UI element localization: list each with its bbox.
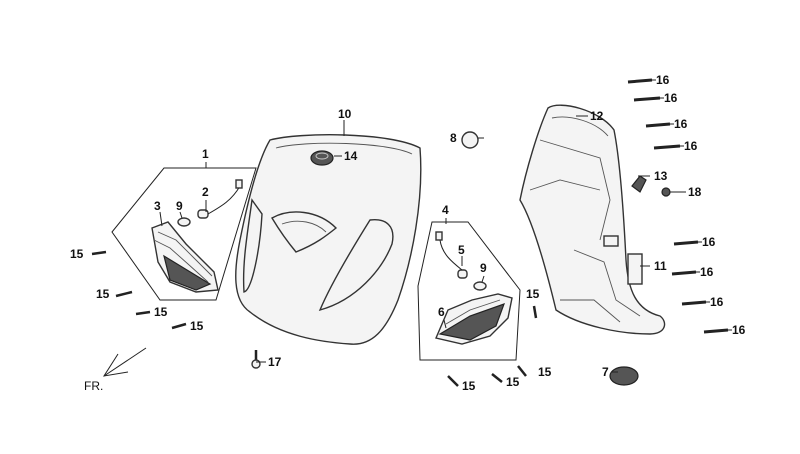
right-indicator-group <box>417 221 521 361</box>
callout-15-h[interactable]: 15 <box>526 287 540 301</box>
callout-15-a[interactable]: 15 <box>70 247 84 261</box>
callout-18[interactable]: 18 <box>688 185 702 199</box>
front-direction-arrow: FR. <box>84 347 147 393</box>
callout-15-g[interactable]: 15 <box>538 365 552 379</box>
hook-clip[interactable] <box>631 175 647 193</box>
callout-16-h[interactable]: 16 <box>732 323 746 337</box>
callout-4[interactable]: 4 <box>442 203 449 217</box>
screw-16g[interactable] <box>681 300 707 306</box>
screw-15c[interactable] <box>135 310 151 316</box>
leader-lines <box>159 79 732 373</box>
callout-9-right[interactable]: 9 <box>480 261 487 275</box>
screw-15g[interactable] <box>517 365 527 377</box>
callout-14[interactable]: 14 <box>344 149 358 163</box>
callout-16-a[interactable]: 16 <box>656 73 670 87</box>
screw-15f[interactable] <box>491 373 503 383</box>
screw-16e[interactable] <box>673 240 699 246</box>
badge-cap[interactable] <box>461 131 479 149</box>
left-indicator-group <box>111 167 257 301</box>
bulb-right[interactable] <box>457 269 468 279</box>
callout-1[interactable]: 1 <box>202 147 209 161</box>
callout-10[interactable]: 10 <box>338 107 352 121</box>
screw-16h[interactable] <box>703 328 729 334</box>
callout-8[interactable]: 8 <box>450 131 457 145</box>
callout-3[interactable]: 3 <box>154 199 161 213</box>
callout-15-d[interactable]: 15 <box>190 319 204 333</box>
screw-16a[interactable] <box>627 78 653 84</box>
screws-16 <box>627 78 729 334</box>
screw-15h[interactable] <box>532 305 538 319</box>
callout-12[interactable]: 12 <box>590 109 604 123</box>
callout-16-b[interactable]: 16 <box>664 91 678 105</box>
screws-15 <box>91 250 538 387</box>
callout-7[interactable]: 7 <box>602 365 609 379</box>
screw-15d[interactable] <box>171 322 187 330</box>
screw-16c[interactable] <box>645 122 671 128</box>
screw-17[interactable] <box>251 350 261 369</box>
caution-label[interactable] <box>627 253 643 285</box>
callout-6[interactable]: 6 <box>438 305 445 319</box>
callout-16-c[interactable]: 16 <box>674 117 688 131</box>
bulb-socket-right[interactable] <box>473 281 487 291</box>
inner-cover[interactable] <box>519 104 666 335</box>
callout-16-e[interactable]: 16 <box>702 235 716 249</box>
callout-11[interactable]: 11 <box>654 259 667 273</box>
screw-16b[interactable] <box>633 96 661 102</box>
screw-15a[interactable] <box>91 250 107 256</box>
screw-15b[interactable] <box>115 290 133 298</box>
front-cover[interactable] <box>235 134 422 345</box>
callout-15-c[interactable]: 15 <box>154 305 168 319</box>
callout-13[interactable]: 13 <box>654 169 668 183</box>
callout-labels: 1 2 3 4 5 6 7 8 9 9 10 11 12 13 14 15 15… <box>70 73 746 393</box>
callout-15-f[interactable]: 15 <box>506 375 520 389</box>
screw-15e[interactable] <box>447 375 459 387</box>
direction-label: FR. <box>84 379 103 393</box>
screw-16f[interactable] <box>671 270 697 276</box>
screw-16d[interactable] <box>653 144 681 150</box>
callout-15-b[interactable]: 15 <box>96 287 110 301</box>
callout-9-left[interactable]: 9 <box>176 199 183 213</box>
callout-15-e[interactable]: 15 <box>462 379 476 393</box>
grommet[interactable] <box>609 366 639 386</box>
callout-5[interactable]: 5 <box>458 243 465 257</box>
callout-16-g[interactable]: 16 <box>710 295 724 309</box>
screw-18[interactable] <box>661 187 682 197</box>
callout-16-d[interactable]: 16 <box>684 139 698 153</box>
callout-2[interactable]: 2 <box>202 185 209 199</box>
callout-17[interactable]: 17 <box>268 355 282 369</box>
bulb-socket-left[interactable] <box>177 217 191 227</box>
callout-16-f[interactable]: 16 <box>700 265 714 279</box>
